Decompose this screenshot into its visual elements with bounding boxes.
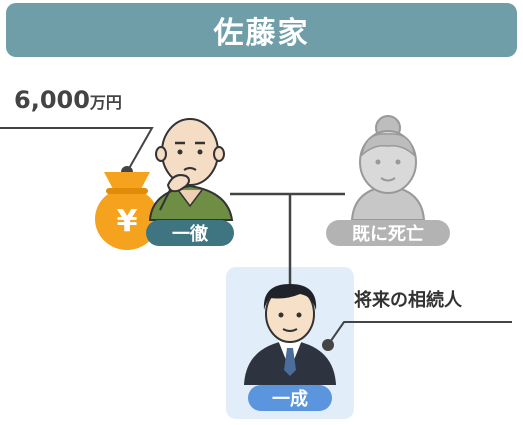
future-heir-label: 将来の相続人 [354,290,462,311]
money-bag-icon: ¥ [95,172,159,250]
child-name: 一成 [272,389,308,410]
mother-name-badge: 既に死亡 [326,220,450,246]
child-avatar-icon [244,284,336,385]
title-bar: 佐藤家 [6,3,517,57]
father-name: 一徹 [172,224,208,245]
estate-amount-value: 6,000 [14,86,90,114]
mother-name: 既に死亡 [352,224,424,245]
mother-avatar-icon [350,115,426,221]
estate-pointer-line [0,127,154,173]
child-name-badge: 一成 [248,385,332,411]
estate-amount-unit: 万円 [89,93,122,112]
heir-pointer-dot [322,339,334,351]
father-name-badge: 一徹 [146,220,234,246]
family-title: 佐藤家 [213,16,310,51]
yen-symbol: ¥ [117,204,138,239]
estate-amount: 6,000万円 [14,86,122,114]
heir-pointer-line [327,321,512,346]
father-avatar-icon [148,118,234,221]
